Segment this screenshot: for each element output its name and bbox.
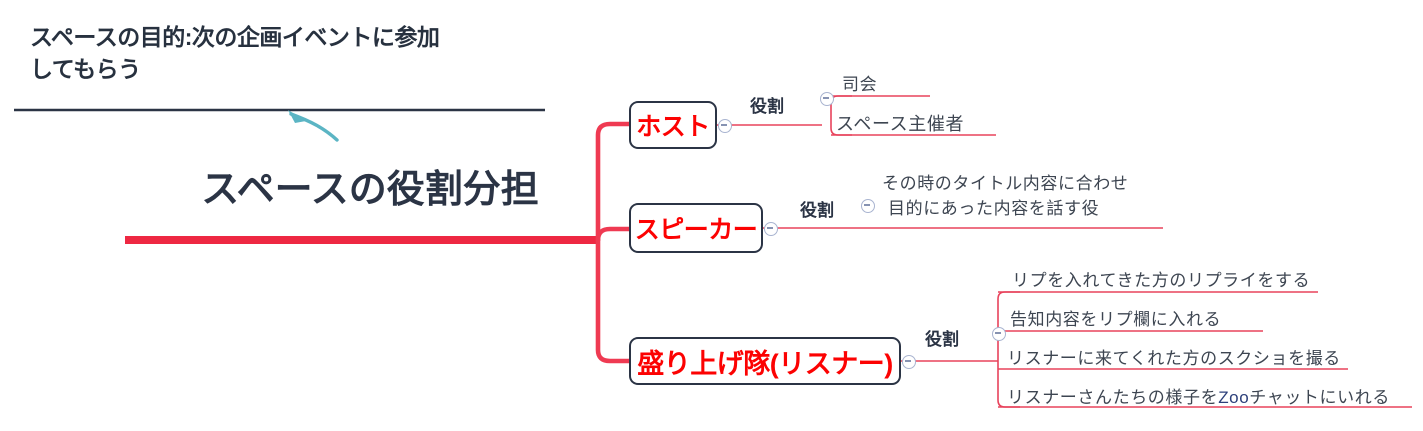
leaf-node-listener-1[interactable]: リプを入れてきた方のリプライをする — [1012, 271, 1311, 290]
collapse-toggle-icon-speaker-out[interactable] — [764, 222, 778, 236]
collapse-toggle-icon-host-leaves[interactable] — [820, 92, 834, 106]
relation-label-listener: 役割 — [925, 330, 959, 349]
collapse-toggle-icon-host-out[interactable] — [718, 119, 732, 133]
curved-arrow-icon — [289, 112, 339, 142]
leaf-4-prefix: リスナーさんたちの様子を — [1007, 388, 1219, 407]
leaf-node-host-1[interactable]: 司会 — [842, 75, 878, 94]
leaf-node-speaker-2[interactable]: 目的にあった内容を話す役 — [888, 199, 1100, 218]
branch-spine-listener — [595, 237, 632, 364]
topic-node-listener[interactable]: 盛り上げ隊(リスナー) — [629, 337, 901, 385]
relation-label-host: 役割 — [750, 97, 784, 116]
relation-label-speaker: 役割 — [800, 201, 834, 220]
leaf-node-speaker-1[interactable]: その時のタイトル内容に合わせ — [882, 174, 1129, 193]
topic-node-speaker[interactable]: スピーカー — [629, 203, 763, 253]
collapse-toggle-icon-listener-out[interactable] — [902, 355, 916, 369]
purpose-note: スペースの目的:次の企画イベントに参加 してもらう — [30, 24, 440, 82]
curved-arrow-head — [288, 110, 306, 123]
leaf-node-host-2[interactable]: スペース主催者 — [836, 114, 965, 134]
topic-node-host[interactable]: ホスト — [629, 101, 717, 149]
collapse-toggle-icon-listener-leaves[interactable] — [992, 327, 1006, 341]
leaf-node-listener-2[interactable]: 告知内容をリプ欄に入れる — [1010, 310, 1222, 329]
branch-spine — [595, 121, 632, 243]
root-topic-label: スペースの役割分担 — [201, 169, 539, 211]
leaf-4-suffix: チャットにいれる — [1249, 388, 1390, 407]
leaf-4-accent: Zoo — [1218, 388, 1250, 407]
leaf-node-listener-4[interactable]: リスナーさんたちの様子をZooチャットにいれる — [1007, 383, 1390, 408]
collapse-toggle-icon-speaker-leaves[interactable] — [861, 199, 875, 213]
leaf-node-listener-3[interactable]: リスナーに来てくれた方のスクショを撮る — [1007, 349, 1341, 368]
branch-spine-speaker — [595, 226, 632, 243]
